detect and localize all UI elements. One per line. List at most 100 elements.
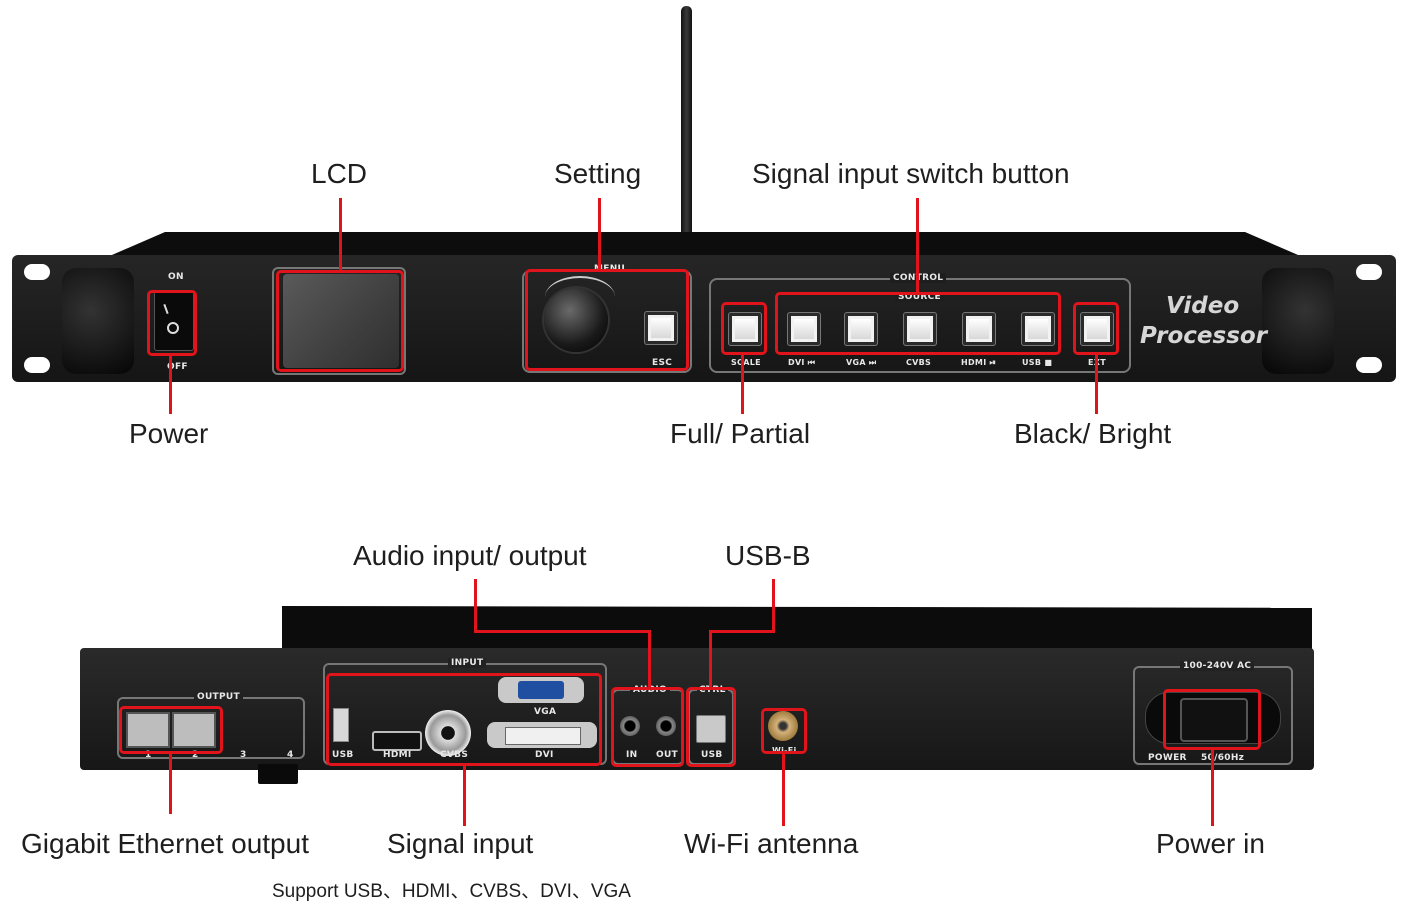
signal-input-note: Support USB、HDMI、CVBS、DVI、VGA <box>272 881 631 902</box>
callout-signal-input: Signal input <box>387 828 534 859</box>
callout-lcd: LCD <box>311 158 368 189</box>
cvbs-button[interactable] <box>904 313 936 345</box>
usb-port[interactable] <box>333 708 349 742</box>
hdmi-button[interactable] <box>963 313 995 345</box>
esc-button[interactable] <box>645 312 677 344</box>
ctrl-usb-label: USB <box>701 750 723 760</box>
callout-audio-io: Audio input/ output <box>353 540 587 571</box>
highlight-power-in <box>1163 689 1261 750</box>
highlight-wifi <box>761 708 807 754</box>
rack-hole <box>24 357 50 373</box>
hdmi-port[interactable] <box>372 731 422 751</box>
brand-line1: Video <box>1166 293 1240 319</box>
eth-num-4: 4 <box>287 750 294 760</box>
dvi-port[interactable] <box>487 722 597 748</box>
audio-in-label: IN <box>626 750 638 760</box>
vga-label: VGA ⏭ <box>846 358 877 367</box>
usb-port-label: USB <box>332 750 354 760</box>
callout-usb-b: USB-B <box>725 540 811 571</box>
dvi-port-label: DVI <box>535 750 554 760</box>
lcd-screen <box>283 274 399 368</box>
leader-usbb-v2 <box>709 630 712 688</box>
input-label: INPUT <box>448 658 487 668</box>
power-switch[interactable] <box>154 291 194 351</box>
eth-num-2: 2 <box>192 750 199 760</box>
highlight-ext <box>1073 302 1119 355</box>
scale-button[interactable] <box>729 313 761 345</box>
front-chassis-top <box>105 232 1305 258</box>
voltage-label: 100-240V AC <box>1180 661 1255 671</box>
audio-out-jack[interactable] <box>656 716 676 736</box>
freq-label: 50/60Hz <box>1201 753 1245 763</box>
esc-label: ESC <box>652 358 673 368</box>
highlight-source <box>775 292 1061 355</box>
menu-knob[interactable] <box>544 288 608 352</box>
rear-chassis-top <box>282 606 1312 650</box>
leader-audio-v <box>648 630 651 688</box>
cvbs-port[interactable] <box>425 710 471 756</box>
callout-black-bright: Black/ Bright <box>1014 418 1172 449</box>
leader-setting <box>598 198 601 270</box>
wifi-label: Wi-Fi <box>772 746 797 755</box>
source-label: SOURCE <box>895 292 944 302</box>
highlight-scale <box>721 302 767 355</box>
rack-hole <box>1356 357 1382 373</box>
callout-gigabit: Gigabit Ethernet output <box>21 828 309 859</box>
wifi-connector[interactable] <box>768 711 798 741</box>
menu-arc-icon <box>545 276 615 318</box>
eth-num-1: 1 <box>145 750 152 760</box>
dvi-label: DVI ⏮ <box>788 358 816 367</box>
usb-label: USB ■ <box>1022 358 1053 367</box>
usb-button[interactable] <box>1022 313 1054 345</box>
ctrl-label: CTRL <box>697 685 728 695</box>
leader-black-bright <box>1095 355 1098 414</box>
vga-port[interactable] <box>498 677 584 703</box>
rack-handle-right <box>1262 268 1334 374</box>
switch-on-label: ON <box>168 272 184 282</box>
rack-handle-left <box>62 268 134 374</box>
audio-label: AUDIO <box>630 685 670 695</box>
front-chassis <box>12 255 1396 382</box>
scale-label: SCALE <box>731 358 761 367</box>
callout-setting: Setting <box>554 158 642 189</box>
leader-gigabit <box>169 754 172 814</box>
vga-button[interactable] <box>845 313 877 345</box>
ethernet-port-2[interactable] <box>172 712 216 748</box>
leader-usbb-h <box>709 630 775 633</box>
leader-signal-switch <box>916 198 919 292</box>
highlight-lcd <box>276 270 404 372</box>
usb-b-port[interactable] <box>696 715 726 743</box>
rear-chassis <box>80 648 1314 770</box>
leader-signal-input <box>463 766 466 826</box>
callout-signal-switch: Signal input switch button <box>752 158 1070 189</box>
dvi-button[interactable] <box>788 313 820 345</box>
callout-power: Power <box>129 418 209 449</box>
output-label: OUTPUT <box>194 692 243 702</box>
cvbs-label: CVBS <box>906 358 932 367</box>
power-label: POWER <box>1148 753 1187 763</box>
callout-wifi-antenna: Wi-Fi antenna <box>684 828 859 859</box>
leader-lcd <box>339 198 342 270</box>
switch-off-label: OFF <box>167 362 188 372</box>
audio-in-jack[interactable] <box>620 716 640 736</box>
leader-audio-h2 <box>474 630 651 633</box>
rack-hole <box>1356 264 1382 280</box>
brand-line2: Processor <box>1140 323 1268 349</box>
ethernet-port-1[interactable] <box>126 712 170 748</box>
eth-num-3: 3 <box>240 750 247 760</box>
rack-hole <box>24 264 50 280</box>
leader-audio-h <box>474 579 477 633</box>
rear-foot <box>258 764 298 784</box>
cvbs-port-label: CVBS <box>440 750 469 760</box>
highlight-ctrl <box>686 687 736 767</box>
leader-full-partial <box>741 355 744 414</box>
hdmi-port-label: HDMI <box>383 750 412 760</box>
hdmi-label: HDMI ⏯ <box>961 358 997 367</box>
vga-port-label: VGA <box>534 707 557 717</box>
highlight-signal-input <box>326 673 602 766</box>
callout-power-in: Power in <box>1156 828 1265 859</box>
highlight-setting <box>525 269 689 371</box>
highlight-ethernet <box>119 706 223 754</box>
ext-button[interactable] <box>1081 313 1113 345</box>
leader-usbb-v1 <box>772 579 775 633</box>
